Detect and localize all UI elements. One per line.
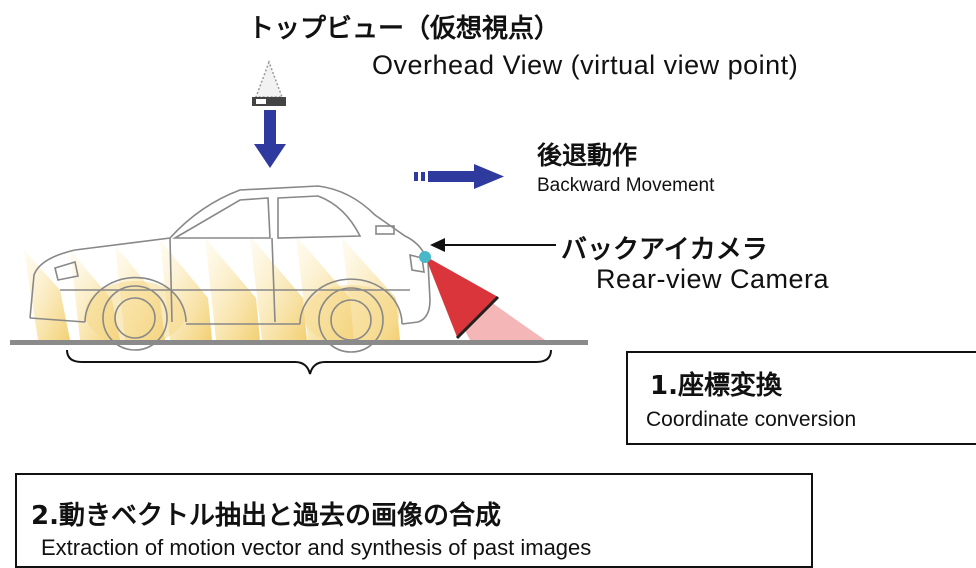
range-brace <box>66 349 552 375</box>
step-1-title: 1.座標変換 <box>650 371 782 401</box>
overhead-view-label-jp: トップビュー（仮想視点） <box>248 14 561 44</box>
rear-camera-icon <box>419 251 431 263</box>
backward-movement-label-en: Backward Movement <box>537 175 715 196</box>
backward-movement-label-jp: 後退動作 <box>537 141 638 170</box>
step-1-box: 1.座標変換 Coordinate conversion <box>626 351 976 445</box>
virtual-camera-icon <box>252 59 286 106</box>
camera-view-cone <box>425 256 545 340</box>
rear-camera-label-jp: バックアイカメラ <box>561 235 768 265</box>
ground-line <box>10 340 588 345</box>
step-2-box: 2.動きベクトル抽出と過去の画像の合成 Extraction of motion… <box>15 473 813 568</box>
step-1-subtitle: Coordinate conversion <box>646 408 857 431</box>
camera-pointer-arrow <box>430 238 556 252</box>
backward-arrow-icon <box>414 164 504 189</box>
overhead-view-label-en: Overhead View (virtual view point) <box>372 50 799 80</box>
step-2-title: 2.動きベクトル抽出と過去の画像の合成 <box>31 501 501 531</box>
car-outline <box>29 185 431 353</box>
rear-camera-label-en: Rear-view Camera <box>596 264 830 294</box>
step-2-subtitle: Extraction of motion vector and synthesi… <box>41 535 592 560</box>
overhead-arrow-icon <box>254 110 286 168</box>
